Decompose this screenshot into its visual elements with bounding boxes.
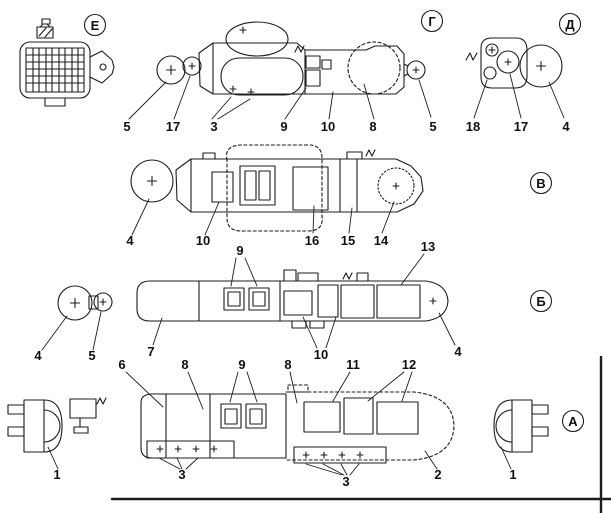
view-b-leader-lines <box>41 311 456 351</box>
view-g-drawing <box>156 21 426 96</box>
view-a-leader-lines <box>125 371 413 410</box>
marking-zigzag <box>365 149 376 157</box>
callout-g-10: 10 <box>321 119 335 134</box>
callout-v-4: 4 <box>126 233 134 248</box>
view-e-drawing <box>19 18 115 107</box>
callout-d-17: 17 <box>514 119 528 134</box>
view-g-leader-lines <box>128 75 432 120</box>
view-d-label: Д <box>558 12 582 36</box>
callout-bottom-3: 3 <box>178 467 185 482</box>
callout-bottom-1b: 1 <box>509 467 516 482</box>
callout-a-8b: 8 <box>284 357 291 372</box>
callout-bottom-3b: 3 <box>342 474 349 489</box>
dashed-hatch-outline <box>287 384 309 393</box>
view-a-label: А <box>561 409 585 433</box>
sheet-frame-lines <box>110 355 611 513</box>
view-b-label: Б <box>529 289 553 313</box>
dotted-wheel-outline <box>377 167 415 205</box>
view-b-drawing <box>57 269 449 329</box>
view-v-drawing <box>130 144 424 232</box>
view-label-g: Г <box>428 14 436 29</box>
view-label-d: Д <box>565 17 575 32</box>
marking-zigzag <box>294 45 305 53</box>
callout-a-11: 11 <box>346 357 360 372</box>
callout-b-7: 7 <box>147 344 154 359</box>
view-label-b: Б <box>536 294 545 309</box>
callout-b-4b: 4 <box>454 344 462 359</box>
callout-v-14: 14 <box>374 233 389 248</box>
marking-zigzag <box>465 52 478 61</box>
callout-v-16: 16 <box>305 233 319 248</box>
callout-v-10: 10 <box>196 233 210 248</box>
callout-g-9: 9 <box>280 119 287 134</box>
marking-zigzag <box>342 272 353 280</box>
callout-bottom-2: 2 <box>434 467 441 482</box>
view-d-drawing <box>465 37 563 89</box>
callout-mid-13: 13 <box>421 239 435 254</box>
view-v-leader-lines <box>131 198 395 236</box>
view-label-v: В <box>536 176 545 191</box>
callout-d-4: 4 <box>562 119 570 134</box>
callout-d-18: 18 <box>466 119 480 134</box>
dashed-wheel-outline <box>347 41 401 95</box>
callout-a-8: 8 <box>181 357 188 372</box>
view-label-a: А <box>568 414 578 429</box>
callout-b-5: 5 <box>88 348 95 363</box>
callout-v-15: 15 <box>341 233 355 248</box>
callout-a-6: 6 <box>118 357 125 372</box>
view-v-label: В <box>529 171 553 195</box>
radiator-grid <box>25 47 85 93</box>
callout-g-3: 3 <box>210 119 217 134</box>
callout-g-17: 17 <box>166 119 180 134</box>
callout-bottom-1: 1 <box>53 467 60 482</box>
callout-mid-9: 9 <box>236 243 243 258</box>
view-d-leader-lines <box>473 73 565 119</box>
view-a-bottom-leader-lines <box>47 446 512 476</box>
view-a-drawing <box>7 384 549 464</box>
callout-b-4: 4 <box>34 348 42 363</box>
callout-g-5b: 5 <box>429 119 436 134</box>
callout-g-5: 5 <box>123 119 130 134</box>
marking-zigzag <box>96 397 107 405</box>
callout-g-8: 8 <box>369 119 376 134</box>
view-g-label: Г <box>420 9 444 33</box>
callout-a-9: 9 <box>238 357 245 372</box>
dashed-hull-outline <box>285 391 455 461</box>
callout-b-10: 10 <box>314 347 328 362</box>
dashed-cover-outline <box>225 144 323 232</box>
callout-a-12: 12 <box>402 357 416 372</box>
view-e-label: Е <box>83 13 107 37</box>
view-label-e: Е <box>91 18 100 33</box>
